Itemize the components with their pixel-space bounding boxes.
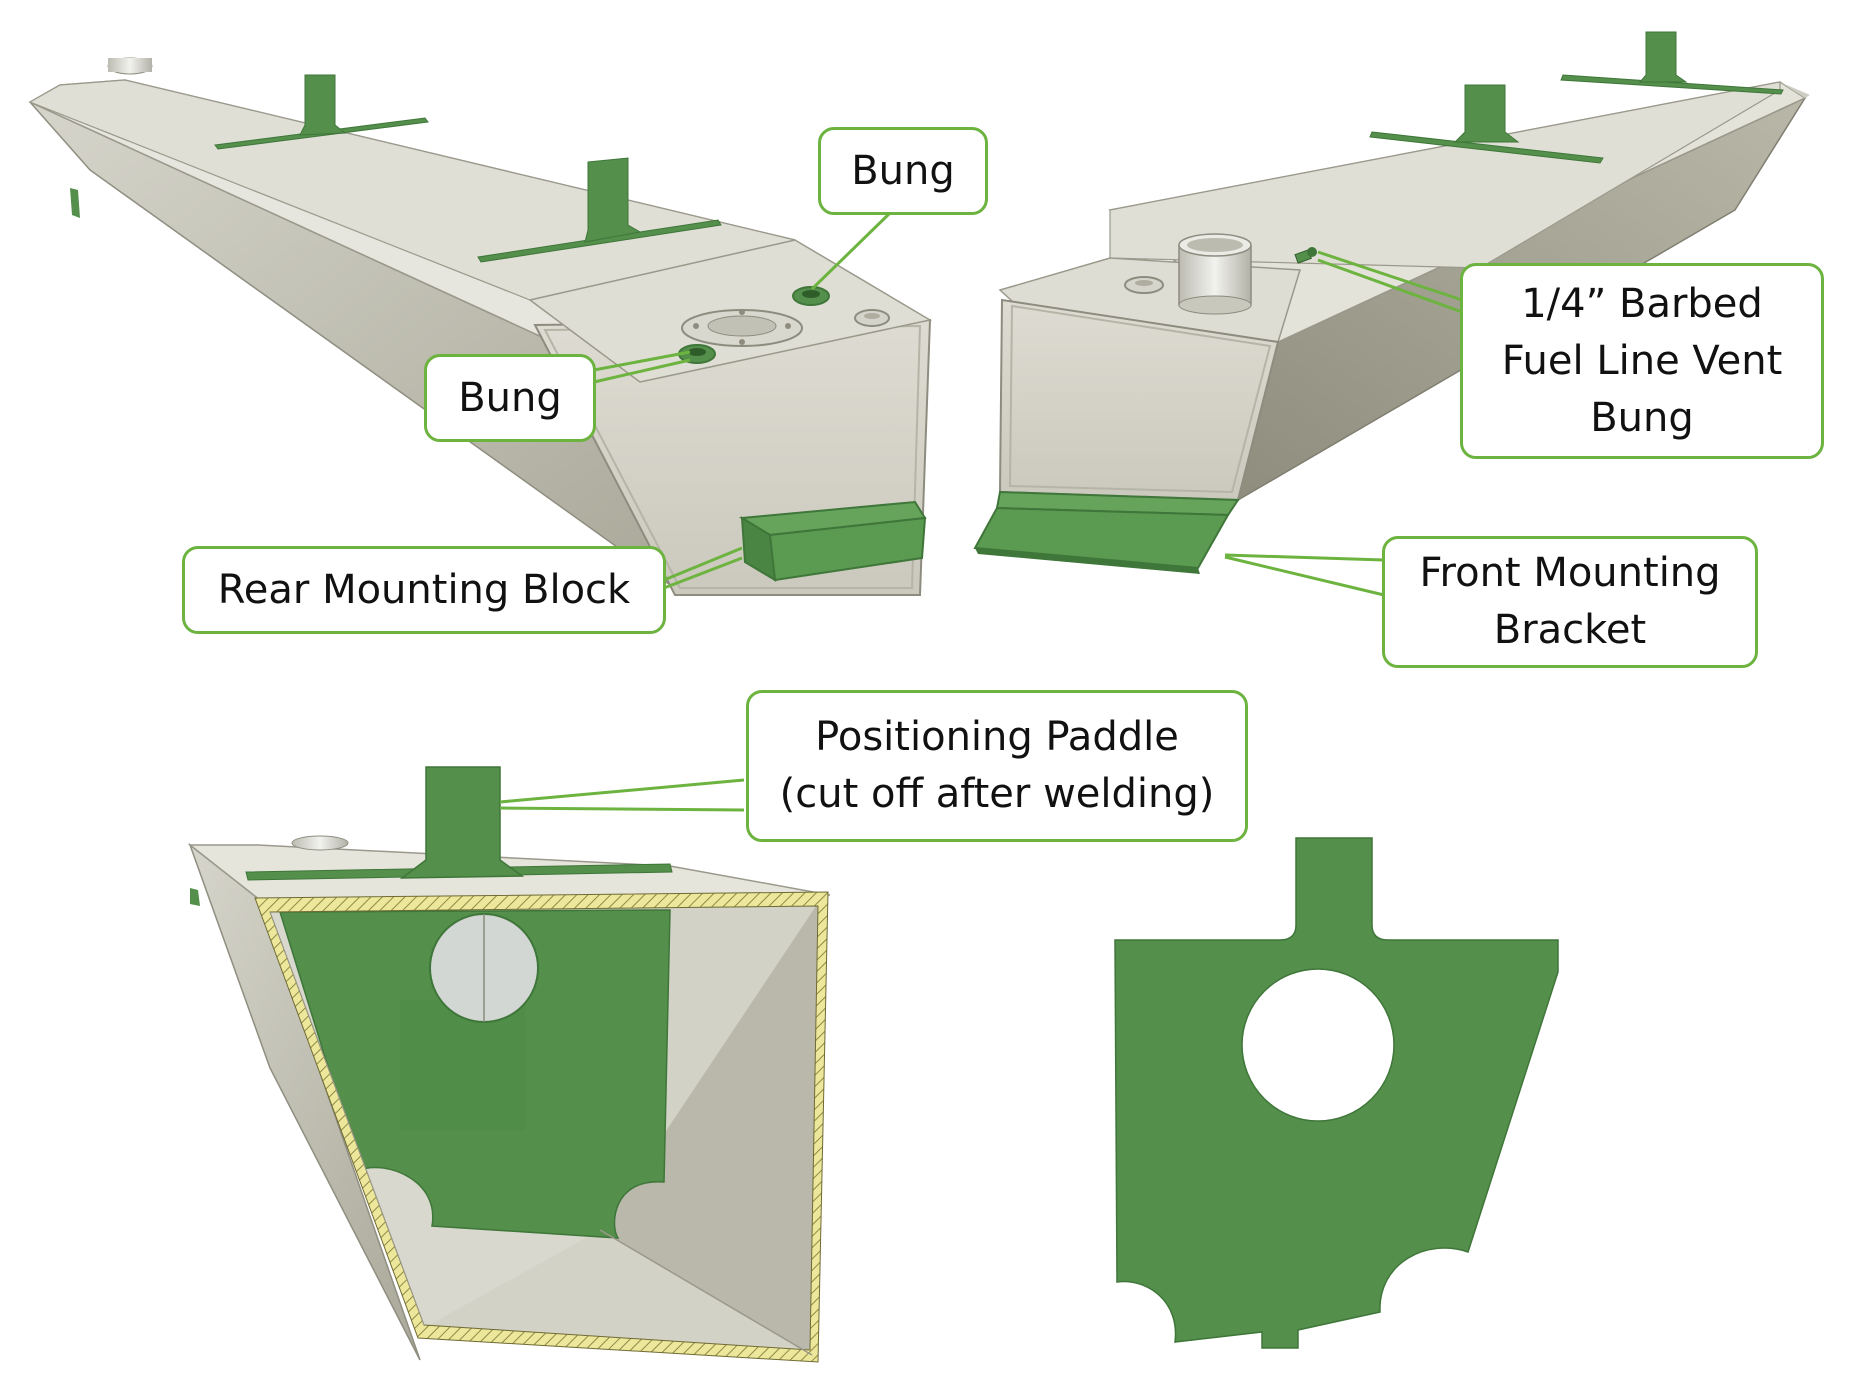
right-paddle-2 (1638, 31, 1688, 83)
right-paddle-1 (1453, 84, 1520, 143)
callout-rear-mounting-block-text: Rear Mounting Block (217, 566, 631, 613)
barbed-vent-bung (1294, 247, 1317, 264)
left-paddle-1 (299, 74, 347, 136)
callout-bung-top: Bung (818, 127, 988, 215)
bung-left-tank (678, 344, 716, 364)
filler-pipe (1178, 233, 1252, 315)
baffle-hole-flat (1241, 968, 1395, 1122)
callout-positioning-paddle-line-1: Positioning Paddle (815, 714, 1179, 760)
callout-bung-top-text: Bung (851, 147, 955, 194)
section-positioning-paddle-stem (399, 766, 525, 879)
callout-vent-bung-line-3: Bung (1590, 394, 1694, 441)
callout-vent-bung: 1/4” Barbed Fuel Line Vent Bung (1460, 263, 1824, 459)
callout-front-mounting-bracket-line-2: Bracket (1493, 607, 1647, 653)
baffle-plate-flat-view (1114, 837, 1559, 1349)
left-tank-rear-view (28, 57, 933, 596)
rear-mounting-block (738, 500, 927, 582)
leader-lines (499, 211, 1463, 812)
front-mounting-bracket (973, 490, 1240, 574)
callout-rear-mounting-block: Rear Mounting Block (182, 546, 666, 634)
right-paddle-strip-2 (1560, 74, 1784, 95)
bung-top-left-tank (792, 286, 830, 306)
callout-vent-bung-line-2: Fuel Line Vent (1501, 337, 1783, 384)
pump-flange (681, 309, 803, 347)
tank-cross-section-view (187, 766, 831, 1363)
plain-bung (854, 309, 890, 327)
plain-bung-right (1124, 276, 1164, 294)
callout-positioning-paddle-line-2: (cut off after welding) (779, 771, 1215, 817)
callout-bung-left-text: Bung (458, 374, 562, 421)
callout-vent-bung-line-1: 1/4” Barbed (1521, 280, 1763, 327)
right-paddle-strip-1 (1369, 131, 1604, 164)
callout-bung-left: Bung (424, 354, 596, 442)
callout-front-mounting-bracket-line-1: Front Mounting (1419, 550, 1721, 596)
left-paddle-2 (584, 157, 642, 243)
callout-front-mounting-bracket: Front Mounting Bracket (1382, 536, 1758, 668)
callout-positioning-paddle: Positioning Paddle (cut off after weldin… (746, 690, 1248, 842)
baffle-plate-section (278, 909, 671, 1239)
